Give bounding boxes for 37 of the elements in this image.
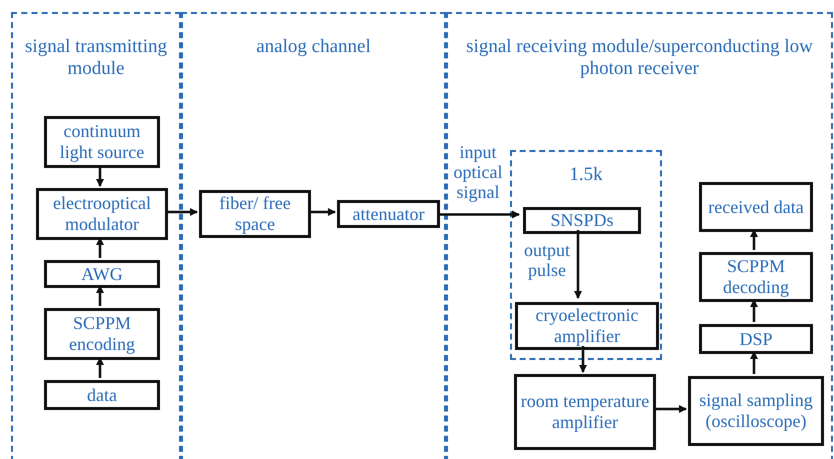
process-box: AWG bbox=[44, 260, 160, 288]
arrow bbox=[96, 166, 104, 187]
process-box: electrooptical modulator bbox=[36, 188, 168, 240]
process-box: SCPPM decoding bbox=[699, 252, 813, 302]
process-box: signal sampling (oscilloscope) bbox=[688, 376, 824, 446]
panel-heading: signal transmitting module bbox=[24, 36, 168, 80]
arrow bbox=[438, 210, 520, 218]
region-label: 1.5k bbox=[568, 164, 604, 186]
arrow bbox=[96, 285, 104, 306]
process-box: SNSPDs bbox=[523, 207, 641, 234]
module-panel bbox=[181, 12, 446, 459]
arrow bbox=[96, 357, 104, 378]
arrow bbox=[750, 229, 758, 250]
arrow bbox=[750, 299, 758, 322]
panel-heading: signal receiving module/superconducting low photon receiver bbox=[465, 36, 814, 80]
process-box: received data bbox=[699, 182, 813, 232]
arrow bbox=[309, 208, 336, 216]
module-panel bbox=[446, 12, 833, 459]
arrow bbox=[166, 208, 198, 216]
arrow bbox=[654, 405, 687, 413]
process-box: cryoelectronic amplifier bbox=[515, 302, 659, 350]
arrow bbox=[96, 237, 104, 258]
process-box: fiber/ free space bbox=[199, 190, 311, 238]
edge-label: output pulse bbox=[522, 241, 571, 281]
panel-heading: analog channel bbox=[255, 36, 372, 58]
process-box: attenuator bbox=[337, 200, 440, 228]
module-panel bbox=[11, 12, 181, 459]
arrow bbox=[579, 346, 587, 373]
cryostat-region bbox=[510, 150, 662, 360]
edge-label: input optical signal bbox=[452, 143, 504, 202]
process-box: continuum light source bbox=[44, 116, 160, 168]
process-box: room temperature amplifier bbox=[514, 374, 656, 450]
process-box: data bbox=[44, 380, 160, 410]
arrow bbox=[750, 351, 758, 374]
process-box: DSP bbox=[699, 324, 813, 354]
process-box: SCPPM encoding bbox=[44, 308, 160, 360]
arrow bbox=[574, 230, 582, 299]
